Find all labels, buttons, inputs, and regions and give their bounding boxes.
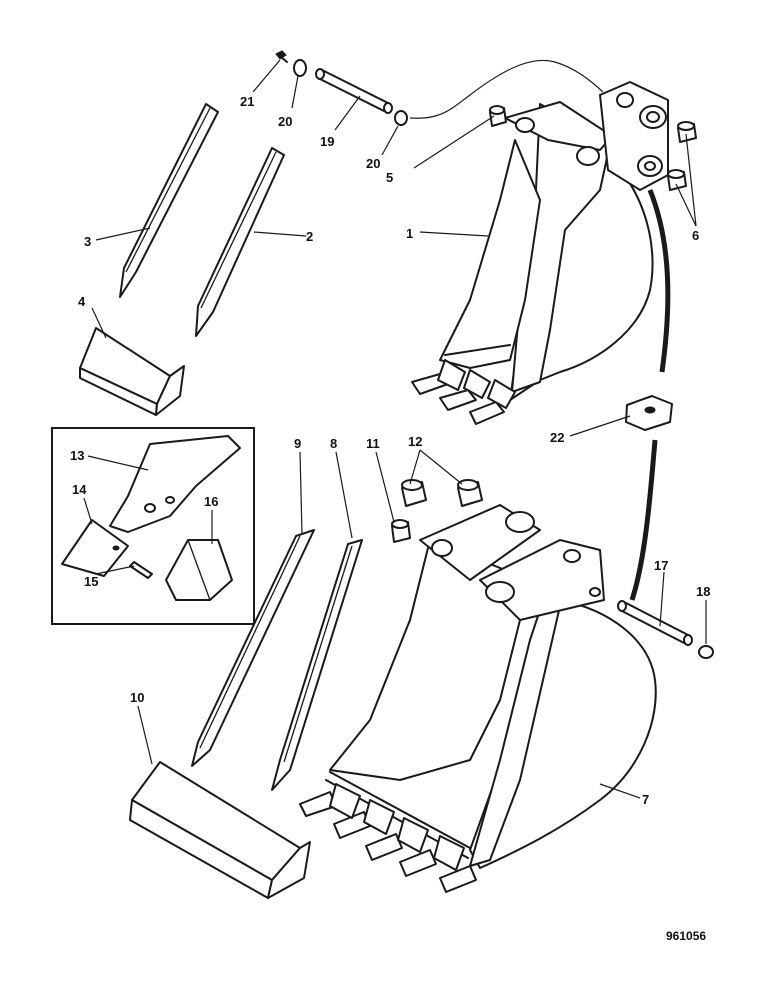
part-7-wide-bucket (299, 504, 657, 893)
part-12-bush-right (457, 479, 483, 507)
callout-21: 21 (240, 94, 254, 109)
drawing-reference-number: 961056 (666, 929, 706, 943)
callout-9: 9 (294, 436, 301, 451)
part-8-side-cutter (271, 539, 363, 791)
callout-17: 17 (654, 558, 668, 573)
callout-20-lower: 20 (366, 156, 380, 171)
callout-6: 6 (692, 228, 699, 243)
part-2-side-cutter (195, 147, 285, 337)
callout-8: 8 (330, 436, 337, 451)
callout-20-top: 20 (278, 114, 292, 129)
part-21-grease-nipple (275, 50, 288, 63)
callout-4: 4 (78, 294, 86, 309)
callout-5: 5 (386, 170, 393, 185)
part-6-bush-lower (667, 169, 687, 191)
part-18-washer (698, 645, 714, 659)
part-17-pin (617, 600, 693, 646)
callout-labels: 1 2 3 4 5 6 7 8 9 10 11 12 13 14 15 16 1… (70, 94, 710, 807)
part-9-side-cutter (191, 529, 315, 767)
callout-10: 10 (130, 690, 144, 705)
leader-lines (83, 59, 707, 799)
callout-22: 22 (550, 430, 564, 445)
part-5-bush (489, 105, 507, 127)
part-12-bush-left (401, 479, 427, 507)
callout-19: 19 (320, 134, 334, 149)
part-20-washer-lower (394, 110, 408, 126)
part-1-narrow-bucket (411, 81, 669, 425)
part-11-bush (391, 519, 411, 543)
part-10-wear-plate (129, 761, 311, 899)
callout-12: 12 (408, 434, 422, 449)
part-6-bush-upper (677, 121, 697, 143)
callout-7: 7 (642, 792, 649, 807)
part-22-spacer-block (625, 395, 673, 431)
callout-14: 14 (72, 482, 87, 497)
part-3-side-cutter (119, 103, 219, 298)
callout-11: 11 (366, 436, 380, 451)
callout-3: 3 (84, 234, 91, 249)
callout-15: 15 (84, 574, 98, 589)
part-20-washer-top (293, 59, 307, 77)
callout-1: 1 (406, 226, 413, 241)
part-19-pin (315, 68, 393, 114)
callout-2: 2 (306, 229, 313, 244)
callout-13: 13 (70, 448, 84, 463)
callout-16: 16 (204, 494, 218, 509)
tooth-inset-box (51, 427, 255, 625)
callout-18: 18 (696, 584, 710, 599)
part-4-wear-plate (79, 327, 185, 416)
